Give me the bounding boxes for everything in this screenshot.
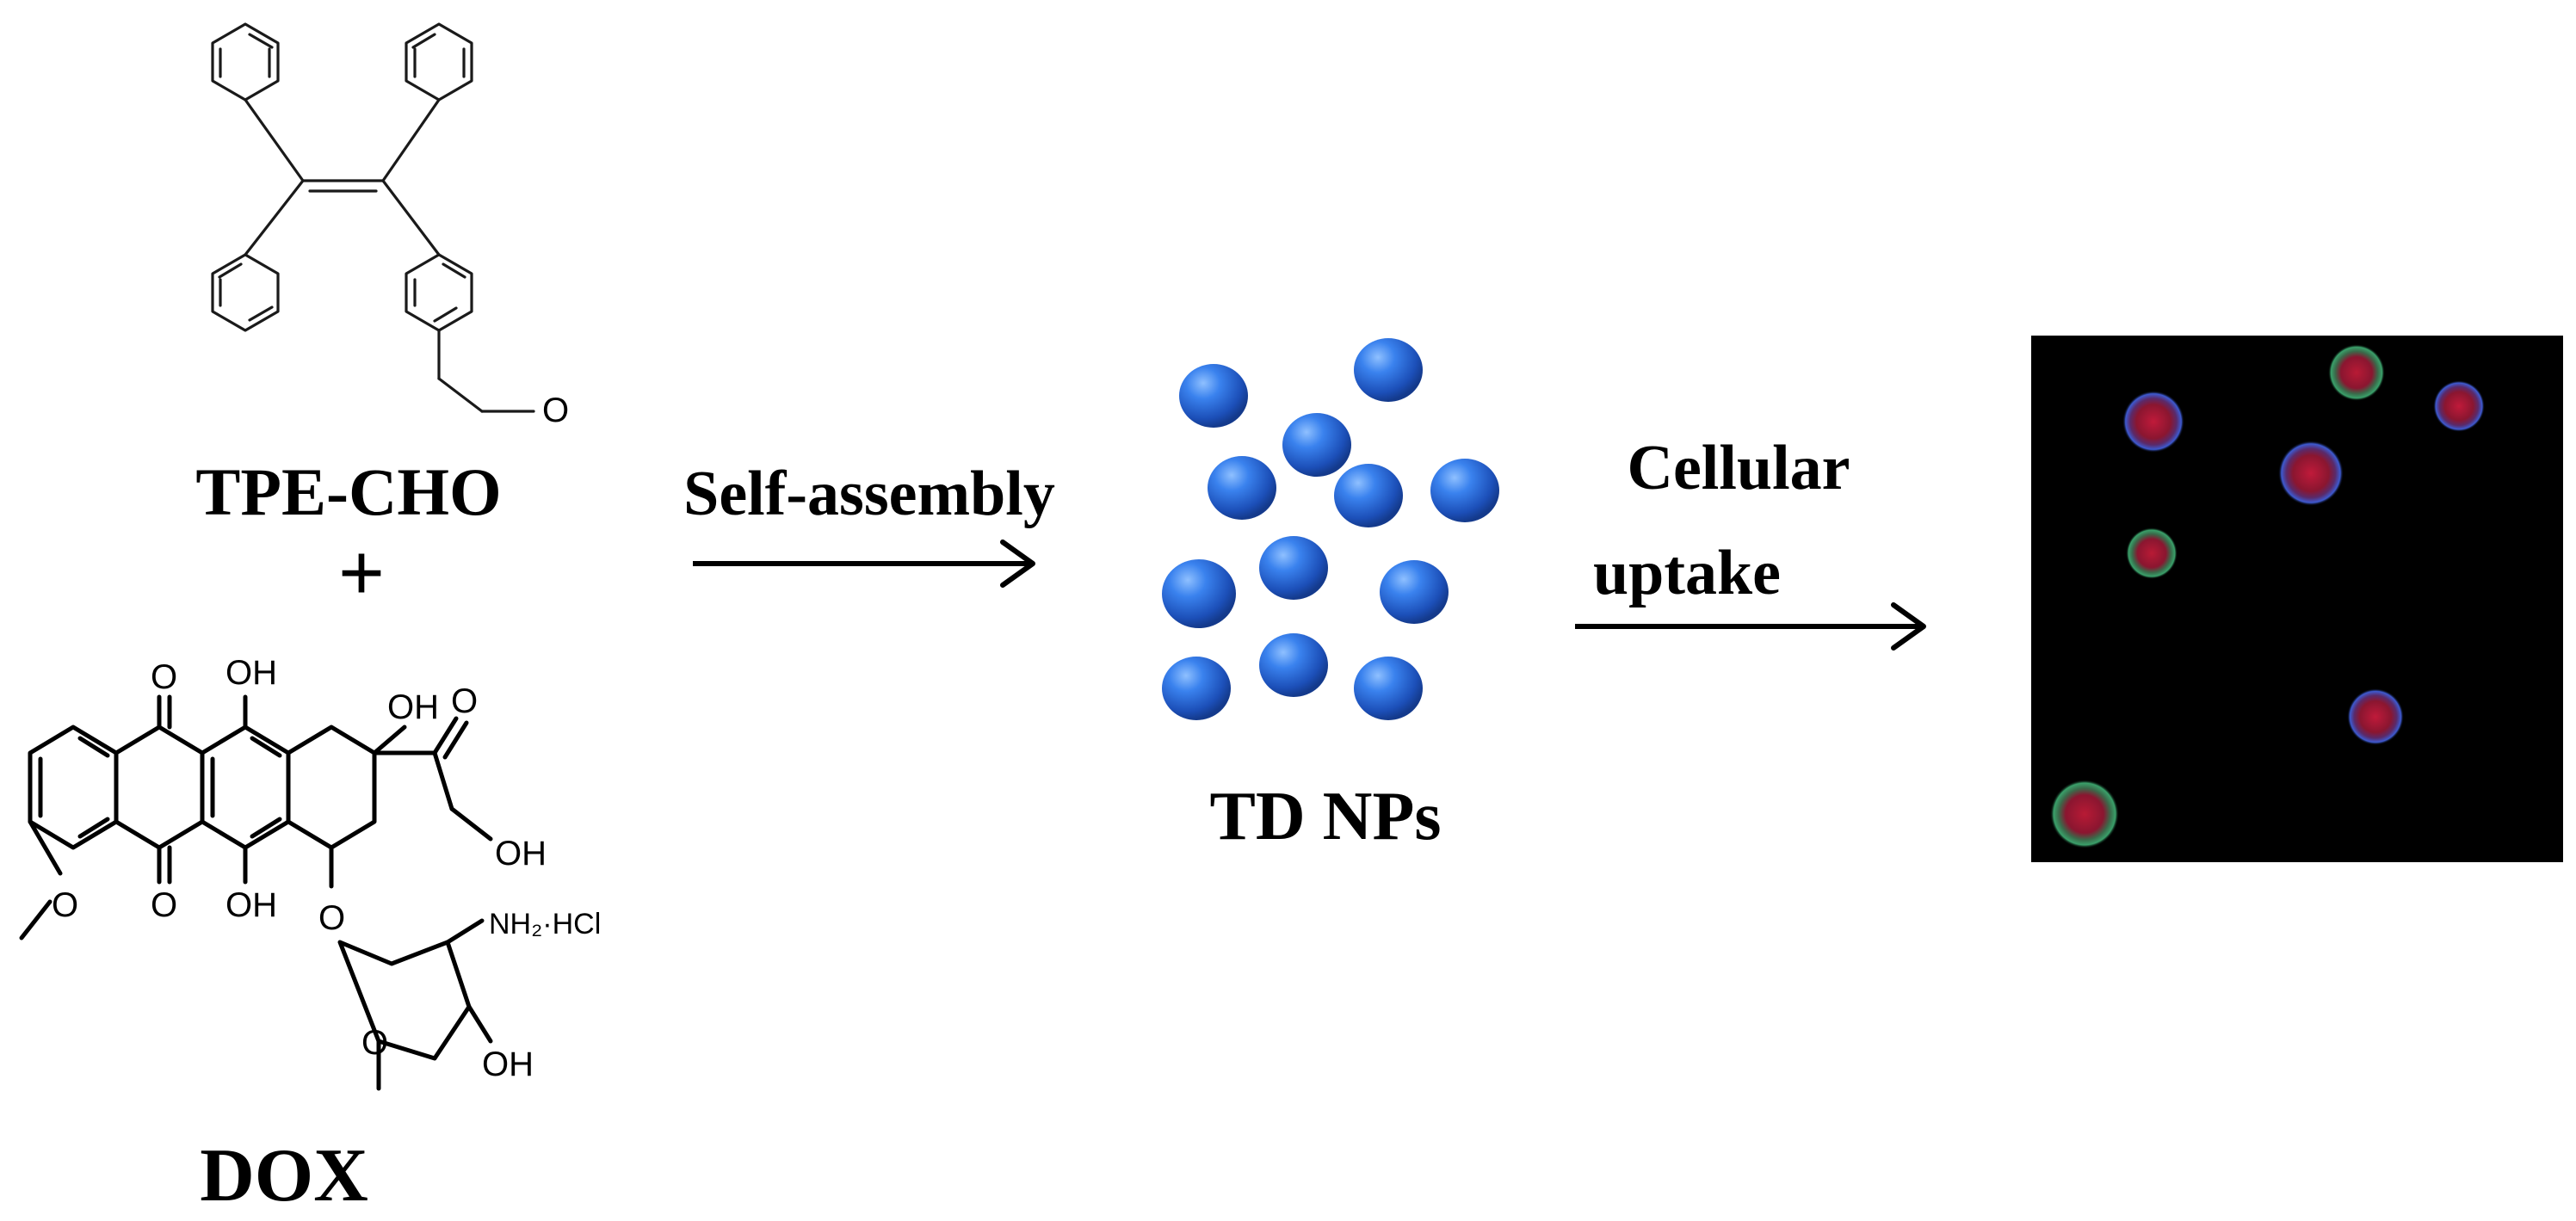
uptake-label: uptake: [1593, 538, 1781, 608]
cell: [2122, 391, 2184, 453]
nanoparticle: [1430, 459, 1499, 522]
nanoparticle: [1208, 456, 1276, 520]
phenyl-ring-top-left: [211, 22, 280, 102]
bond-c: [244, 179, 305, 256]
cell: [2347, 688, 2404, 745]
nanoparticle: [1354, 338, 1423, 402]
cell: [2050, 780, 2119, 848]
dox-hydroxyl-ring: OH: [387, 688, 439, 726]
dox-ketone-oxygen: O: [451, 682, 478, 720]
dox-ring-d: [286, 725, 377, 850]
dox-ring-oxygen: O: [361, 1024, 388, 1062]
dox-ring-b: [114, 725, 205, 850]
dox-methoxy-oxygen: O: [52, 886, 78, 924]
dox-sugar-hydroxyl: OH: [482, 1045, 534, 1083]
cellular-label: Cellular: [1628, 433, 1850, 503]
cellular-uptake-arrow: [1575, 602, 1926, 651]
bond-b: [381, 98, 441, 182]
bond-a: [244, 98, 305, 182]
cell: [2126, 527, 2178, 579]
self-assembly-label: Self-assembly: [683, 459, 1055, 529]
nanoparticle-cluster: [1162, 338, 1499, 720]
nanoparticle: [1259, 633, 1328, 697]
td-nps-label: TD NPs: [1210, 779, 1442, 854]
nanoparticle: [1354, 657, 1423, 720]
dox-hydroxyl-bottom: OH: [225, 886, 277, 924]
dox-ring-a: [28, 725, 119, 850]
nanoparticle: [1282, 413, 1351, 477]
bond-aldehyde-o: [437, 377, 484, 413]
dox-amine-label: NH₂·HCl: [489, 908, 601, 940]
nanoparticle: [1179, 364, 1248, 428]
phenyl-ring-aldehyde: [405, 253, 473, 332]
dox-hydroxyl-top: OH: [225, 654, 277, 692]
dox-oxygen-bottom: O: [151, 886, 177, 924]
confocal-microscopy-image: [2031, 336, 2563, 862]
plus-sign: +: [338, 527, 386, 619]
dox-glycosidic-oxygen: O: [318, 899, 345, 937]
dox-oxygen-top: O: [151, 658, 177, 696]
phenyl-ring-top-right: [405, 22, 473, 102]
cell: [2278, 441, 2344, 506]
nanoparticle: [1334, 464, 1403, 527]
nanoparticle: [1380, 560, 1449, 624]
bond-d: [381, 179, 441, 256]
dox-sugar-ring: [337, 940, 472, 1061]
self-assembly-arrow: [693, 540, 1035, 588]
tpe-cho-label: TPE-CHO: [195, 454, 501, 529]
phenyl-ring-bottom-left: [211, 253, 280, 332]
cell: [2433, 380, 2485, 432]
dox-label: DOX: [200, 1134, 368, 1218]
tpe-cho-structure: O: [211, 22, 569, 429]
dox-structure: O O OH OH OH O OH O O O NH₂·HCl OH: [19, 654, 601, 1091]
aldehyde-oxygen-label: O: [542, 392, 569, 429]
nanoparticle: [1162, 559, 1236, 628]
nanoparticle: [1162, 657, 1231, 720]
cell: [2328, 344, 2385, 401]
dox-hydroxyl-side: OH: [495, 835, 547, 873]
dox-ring-c: [200, 725, 291, 850]
nanoparticle: [1259, 536, 1328, 600]
